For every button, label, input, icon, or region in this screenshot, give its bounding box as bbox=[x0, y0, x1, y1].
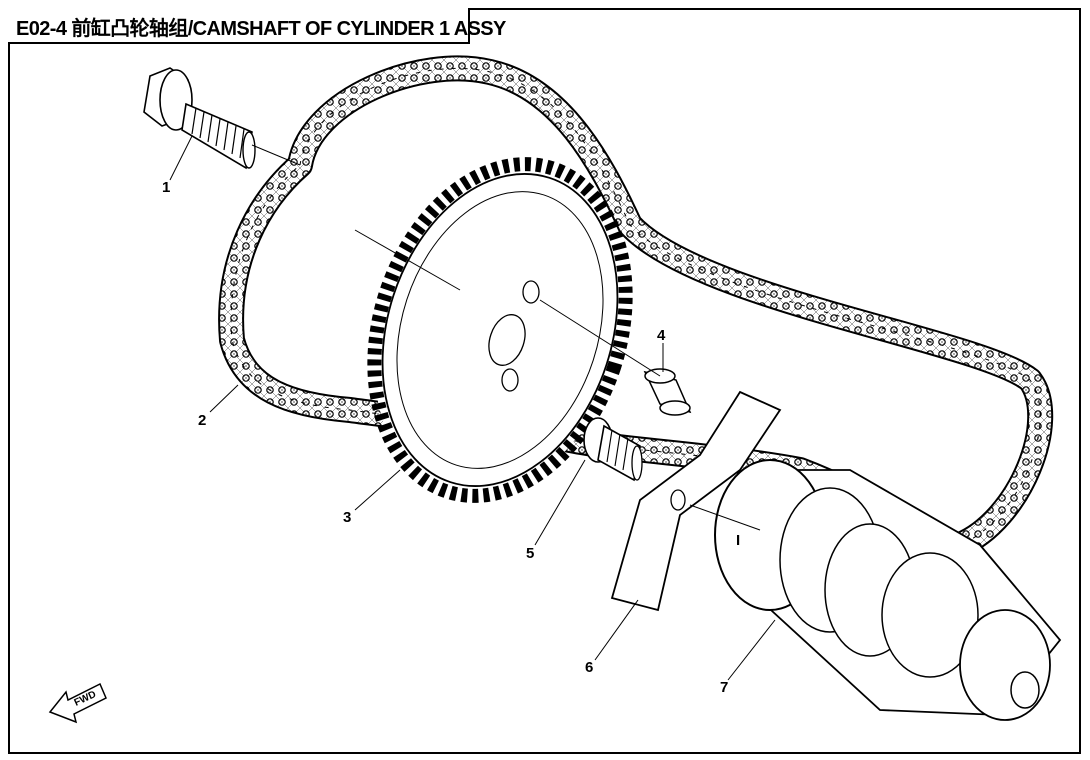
dowel-pin bbox=[643, 368, 692, 416]
sprocket-bolt bbox=[583, 417, 643, 482]
title-box: E02-4 前缸凸轮轴组/CAMSHAFT OF CYLINDER 1 ASSY bbox=[8, 8, 506, 44]
camshaft: I bbox=[714, 459, 1062, 721]
callout-5: 5 bbox=[526, 545, 534, 562]
leader-lines bbox=[169, 135, 776, 681]
callout-4: 4 bbox=[657, 327, 666, 344]
drawing-frame bbox=[8, 8, 1081, 754]
callout-2: 2 bbox=[198, 412, 206, 429]
decompression-plate bbox=[610, 390, 782, 612]
flange-bolt bbox=[143, 67, 256, 170]
diagram-title: E02-4 前缸凸轮轴组/CAMSHAFT OF CYLINDER 1 ASSY bbox=[16, 18, 506, 40]
forward-arrow-icon: FWD bbox=[48, 682, 107, 724]
cam-timing-mark: I bbox=[736, 532, 740, 549]
callout-7: 7 bbox=[720, 679, 728, 696]
callout-3: 3 bbox=[343, 509, 351, 526]
callout-6: 6 bbox=[585, 659, 593, 676]
cam-sprocket bbox=[367, 157, 633, 503]
callout-1: 1 bbox=[162, 179, 170, 196]
